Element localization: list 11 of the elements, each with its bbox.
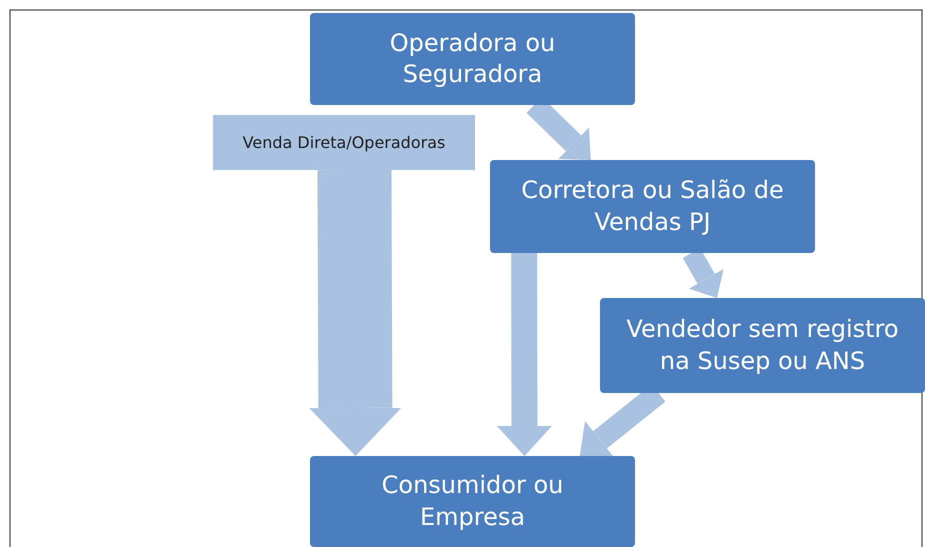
process-box [490,160,815,253]
node-label: Corretora ou Salão de Vendas PJ [520,175,785,238]
node-label: Operadora ou Seguradora [388,28,556,90]
block-arrow [496,252,552,456]
process-box [600,298,925,393]
node-label: Consumidor ou Empresa [380,470,564,532]
process-box [310,13,635,105]
process-box [310,456,635,547]
node-label: Vendedor sem registro na Susep ou ANS [625,314,900,376]
label-band [213,115,475,170]
node-label: Venda Direta/Operadoras [242,133,446,152]
